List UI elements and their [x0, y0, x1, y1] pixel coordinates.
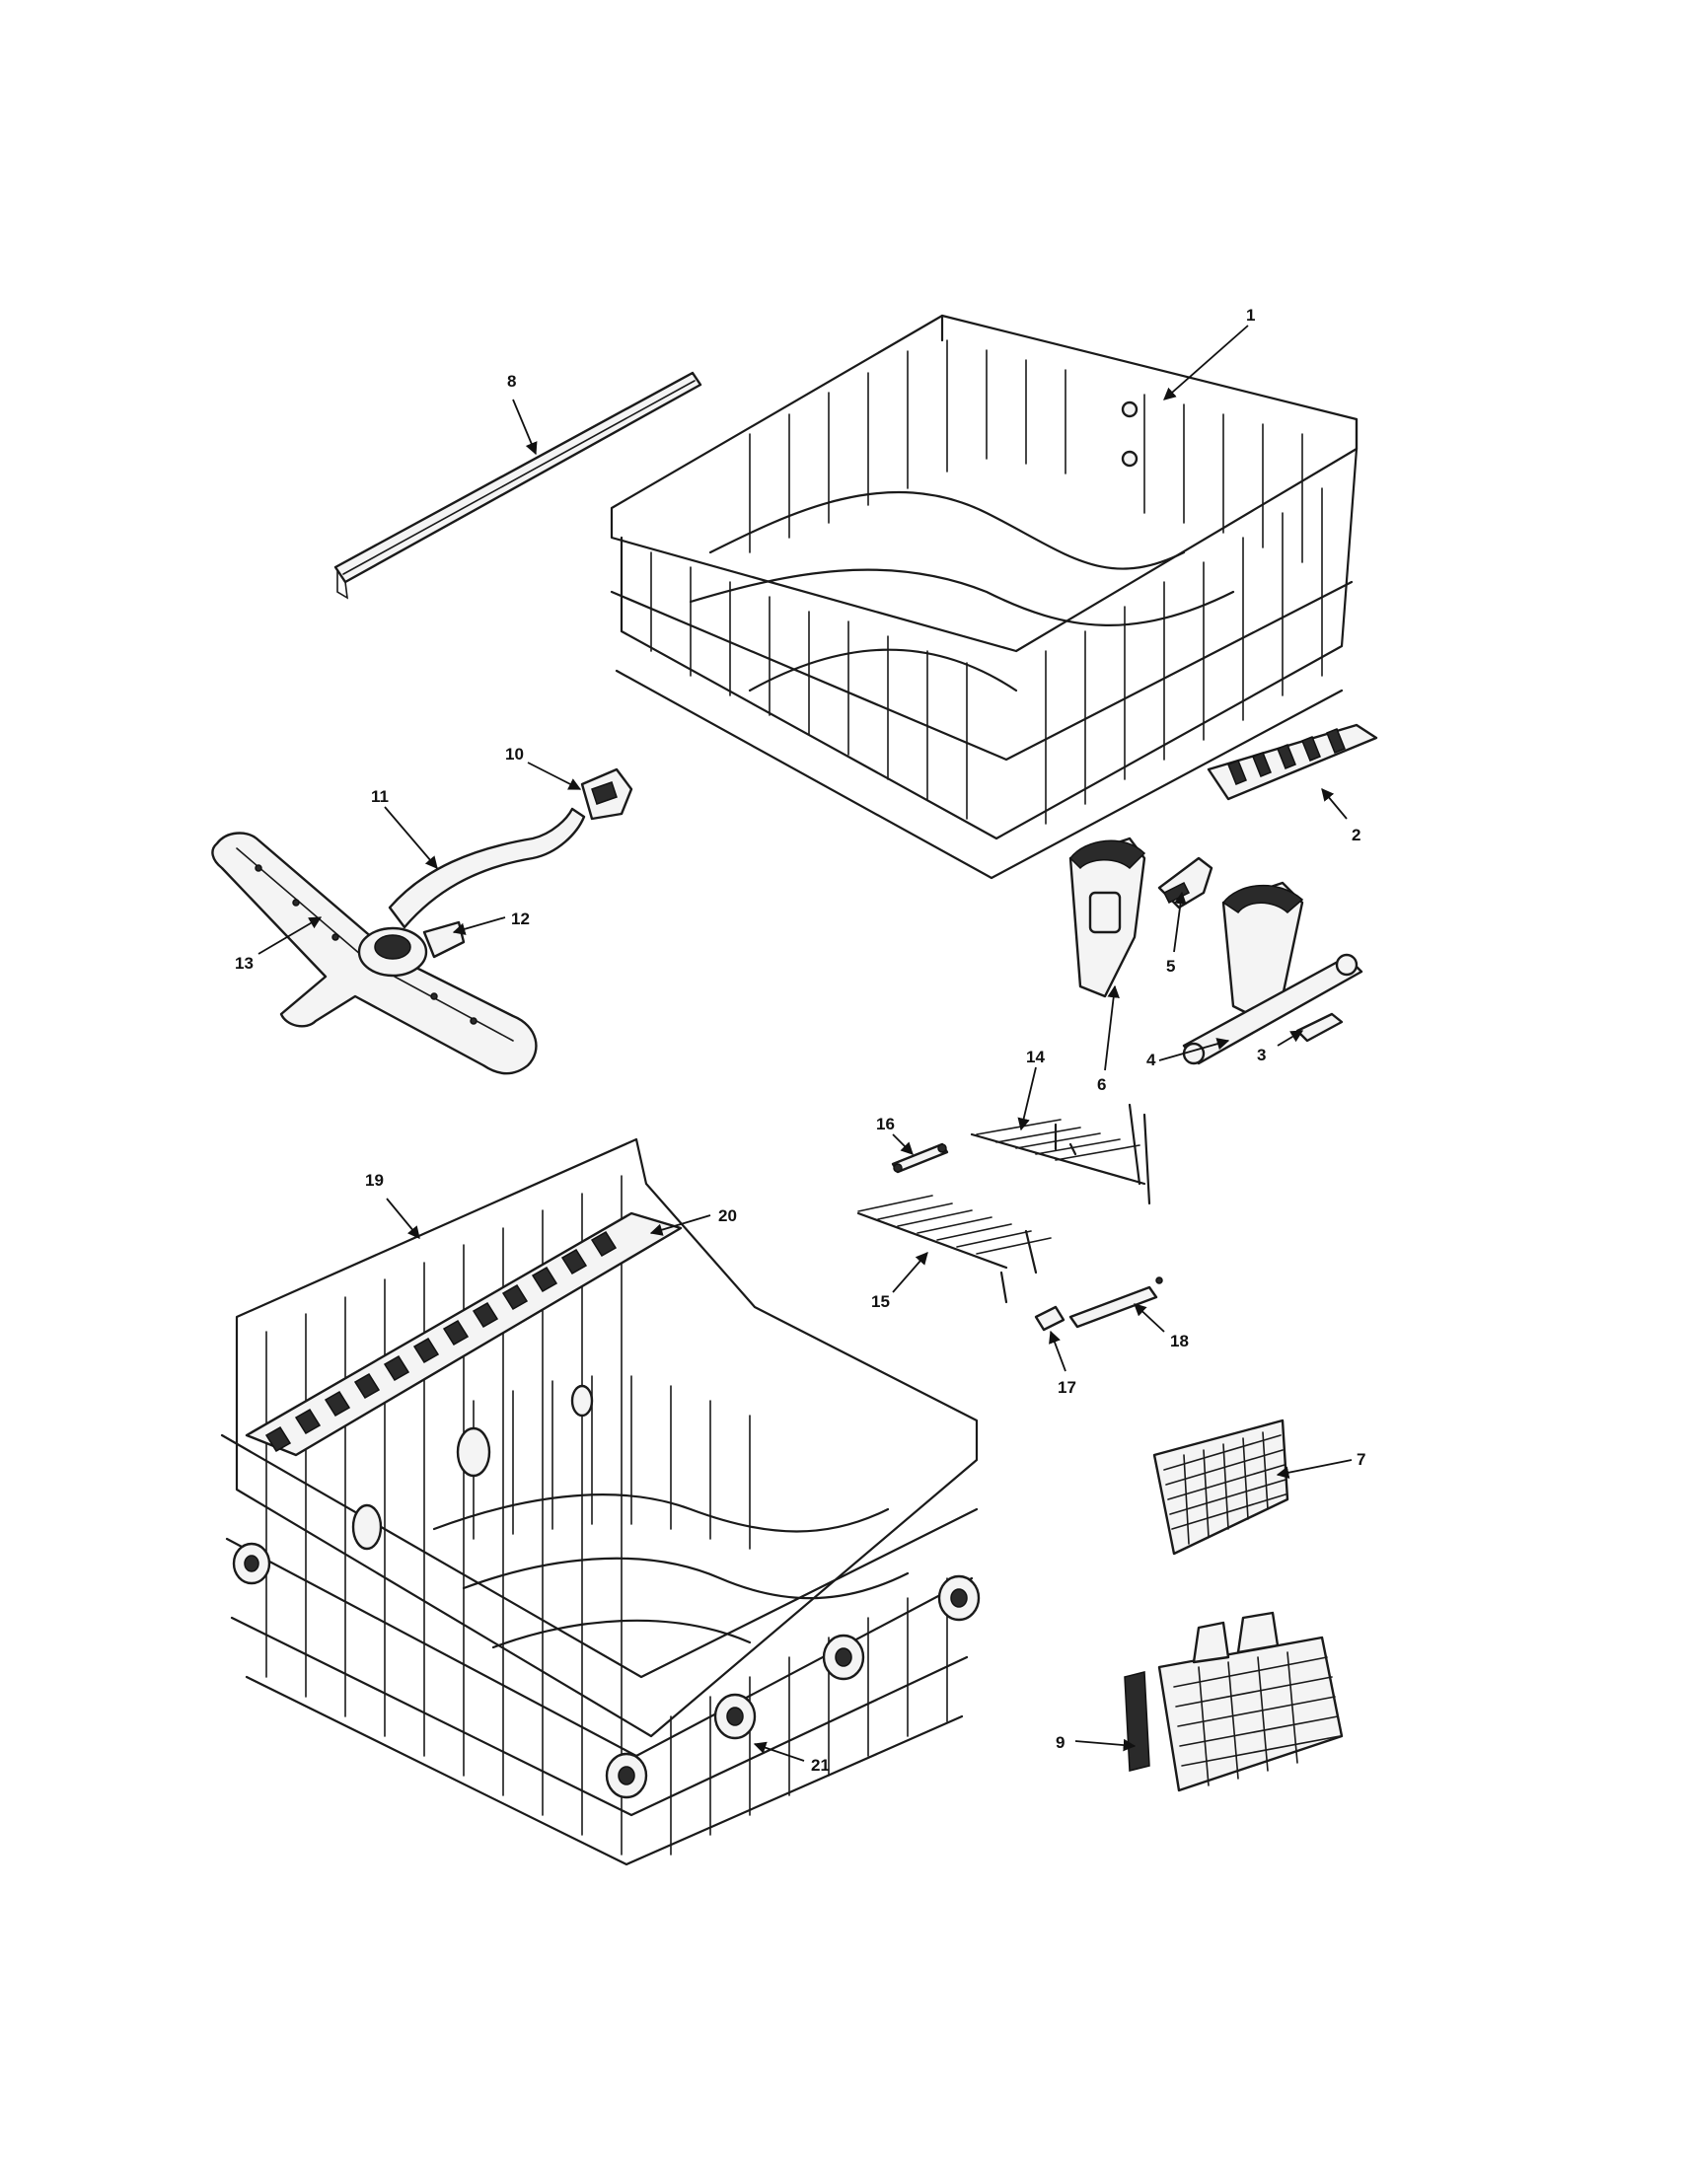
callout-20: 20: [718, 1206, 737, 1225]
callout-18: 18: [1170, 1332, 1189, 1350]
part-15-tine-assembly-lower: [856, 1195, 1052, 1304]
part-17-small-clip: [1034, 1305, 1065, 1332]
callout-16: 16: [876, 1115, 895, 1133]
part-20-tine-strip: [245, 1211, 683, 1457]
part-18-pivot-clip: [1068, 1276, 1163, 1329]
callout-9: 9: [1056, 1733, 1065, 1752]
callout-8: 8: [507, 372, 516, 391]
callout-6: 6: [1097, 1075, 1106, 1094]
part-4-adjuster-arm: [1182, 881, 1363, 1065]
callout-2: 2: [1352, 826, 1360, 844]
part-7-small-basket: [1152, 1419, 1289, 1556]
callout-10: 10: [505, 745, 524, 764]
callout-5: 5: [1166, 957, 1175, 976]
part-9-silverware-basket: [1124, 1611, 1344, 1792]
callout-21: 21: [811, 1756, 830, 1775]
callout-11: 11: [371, 787, 389, 806]
part-14-tine-assembly-upper: [970, 1103, 1151, 1205]
part-3-clip: [1295, 1012, 1344, 1043]
callout-4: 4: [1146, 1051, 1156, 1069]
callout-1: 1: [1246, 306, 1255, 325]
part-21-wheels: [232, 1542, 981, 1799]
part-12-arm-hub: [357, 920, 466, 978]
callout-labels: 1 2 3 4 5 6 7 8 9 10 11 12 13 14 15 16 1…: [235, 306, 1365, 1775]
callout-7: 7: [1357, 1450, 1365, 1469]
part-6-adjuster-housing: [1068, 837, 1146, 998]
part-8-rack-rail: [333, 371, 702, 600]
callout-13: 13: [235, 954, 254, 973]
leader-lines: [257, 325, 1353, 1762]
part-2-tine-row: [1207, 723, 1378, 801]
callout-15: 15: [871, 1292, 890, 1311]
part-1-upper-rack: [610, 314, 1359, 880]
callout-12: 12: [511, 910, 530, 928]
part-16-pivot-clip: [891, 1142, 949, 1174]
callout-14: 14: [1026, 1048, 1045, 1066]
callout-17: 17: [1058, 1378, 1076, 1397]
callout-19: 19: [365, 1171, 384, 1190]
callout-3: 3: [1257, 1046, 1266, 1064]
part-10-nozzle: [580, 767, 633, 821]
part-5-latch: [1157, 856, 1213, 910]
part-11-feed-tube: [388, 807, 586, 929]
